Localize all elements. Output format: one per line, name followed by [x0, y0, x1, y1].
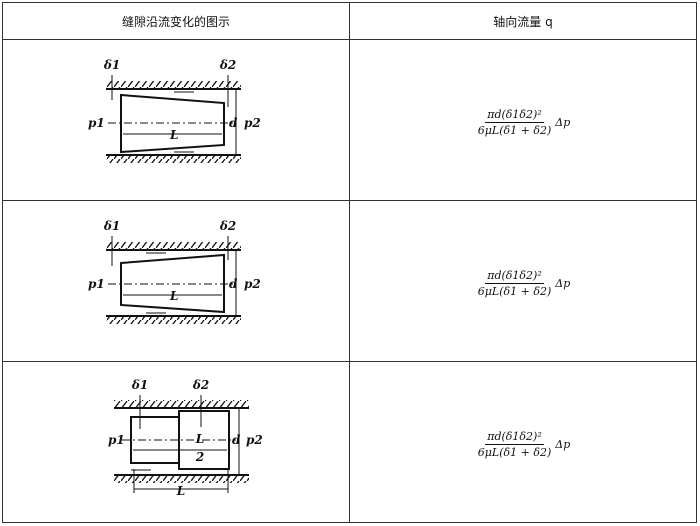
p1-label: p1	[88, 116, 105, 130]
tapered-gap-diagram-diverging: δ1 δ2 p1 p2 L d	[88, 219, 261, 324]
length-label: L	[169, 128, 178, 142]
diagram-cell: δ1 δ2 p1 p2 L d	[2, 200, 350, 362]
formula-numerator: πd(δ1δ2)²	[485, 108, 544, 123]
header-axial-flow: 轴向流量 q	[349, 2, 697, 40]
tapered-gap-diagram-converging: δ1 δ2 p1 p2 L d	[88, 58, 261, 163]
stepped-gap-diagram: δ1 δ2 p1 p2 L 2 d L	[108, 378, 263, 498]
diagram-cell: δ1 δ2 p1 p2 L d	[2, 39, 350, 201]
formula-denominator: 6μL(δ1 + δ2)	[477, 124, 552, 137]
formula-delta-p: Δp	[555, 116, 571, 129]
formula-denominator: 6μL(δ1 + δ2)	[477, 285, 552, 298]
delta1-label: δ1	[103, 58, 120, 72]
p1-label: p1	[108, 433, 125, 447]
diameter-label: d	[232, 433, 241, 447]
delta1-label: δ1	[103, 219, 120, 233]
diameter-label: d	[229, 116, 238, 130]
formula-delta-p: Δp	[555, 438, 571, 451]
formula-delta-p: Δp	[555, 277, 571, 290]
diameter-label: d	[229, 277, 238, 291]
diagram-cell: δ1 δ2 p1 p2 L 2 d L	[2, 361, 350, 523]
delta2-label: δ2	[219, 58, 236, 72]
header-row: 缝隙沿流变化的图示 轴向流量 q	[2, 2, 697, 40]
delta2-label: δ2	[219, 219, 236, 233]
p2-label: p2	[244, 277, 261, 291]
delta2-label: δ2	[192, 378, 209, 392]
formula-numerator: πd(δ1δ2)²	[485, 430, 544, 445]
half-length-denominator: 2	[195, 450, 204, 464]
header-diagram: 缝隙沿流变化的图示	[2, 2, 350, 40]
p2-label: p2	[246, 433, 263, 447]
delta1-label: δ1	[131, 378, 148, 392]
length-label: L	[176, 484, 185, 498]
p2-label: p2	[244, 116, 261, 130]
formula-denominator: 6μL(δ1 + δ2)	[477, 446, 552, 459]
half-length-numerator: L	[195, 432, 204, 446]
p1-label: p1	[88, 277, 105, 291]
formula-numerator: πd(δ1δ2)²	[485, 269, 544, 284]
length-label: L	[169, 289, 178, 303]
